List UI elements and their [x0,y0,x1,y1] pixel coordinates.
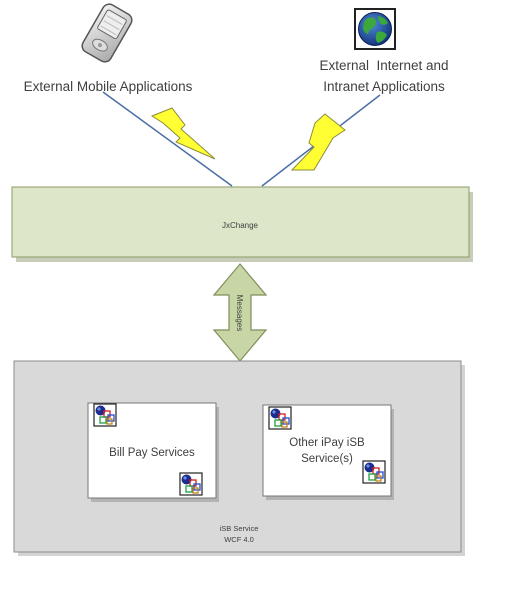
mobile-phone-icon [81,3,133,63]
isb-service-label-line2: WCF 4.0 [224,535,254,544]
external-mobile-label: External Mobile Applications [24,79,193,94]
other-ipay-services-label-line1: Other iPay iSB [289,437,365,449]
jxchange-label: JxChange [222,221,259,230]
web-lightning-bolt [290,113,346,171]
globe-icon [354,8,396,50]
bill-pay-services-label: Bill Pay Services [109,447,195,459]
other-ipay-service-icon-bottom [362,460,386,484]
external-web-label-line1: External Internet and [319,58,448,73]
mobile-connector-line [102,91,233,187]
jxchange-box [11,186,470,258]
isb-service-label-line1: iSB Service [220,524,259,533]
external-web-label-line2: Intranet Applications [323,79,445,94]
other-ipay-service-icon-top [268,406,292,430]
bill-pay-service-icon-top [93,403,117,427]
messages-arrow-label: Messages [235,295,244,331]
bill-pay-service-icon-bottom [179,472,203,496]
mobile-lightning-bolt [150,107,216,160]
other-ipay-services-label-line2: Service(s) [301,453,353,465]
